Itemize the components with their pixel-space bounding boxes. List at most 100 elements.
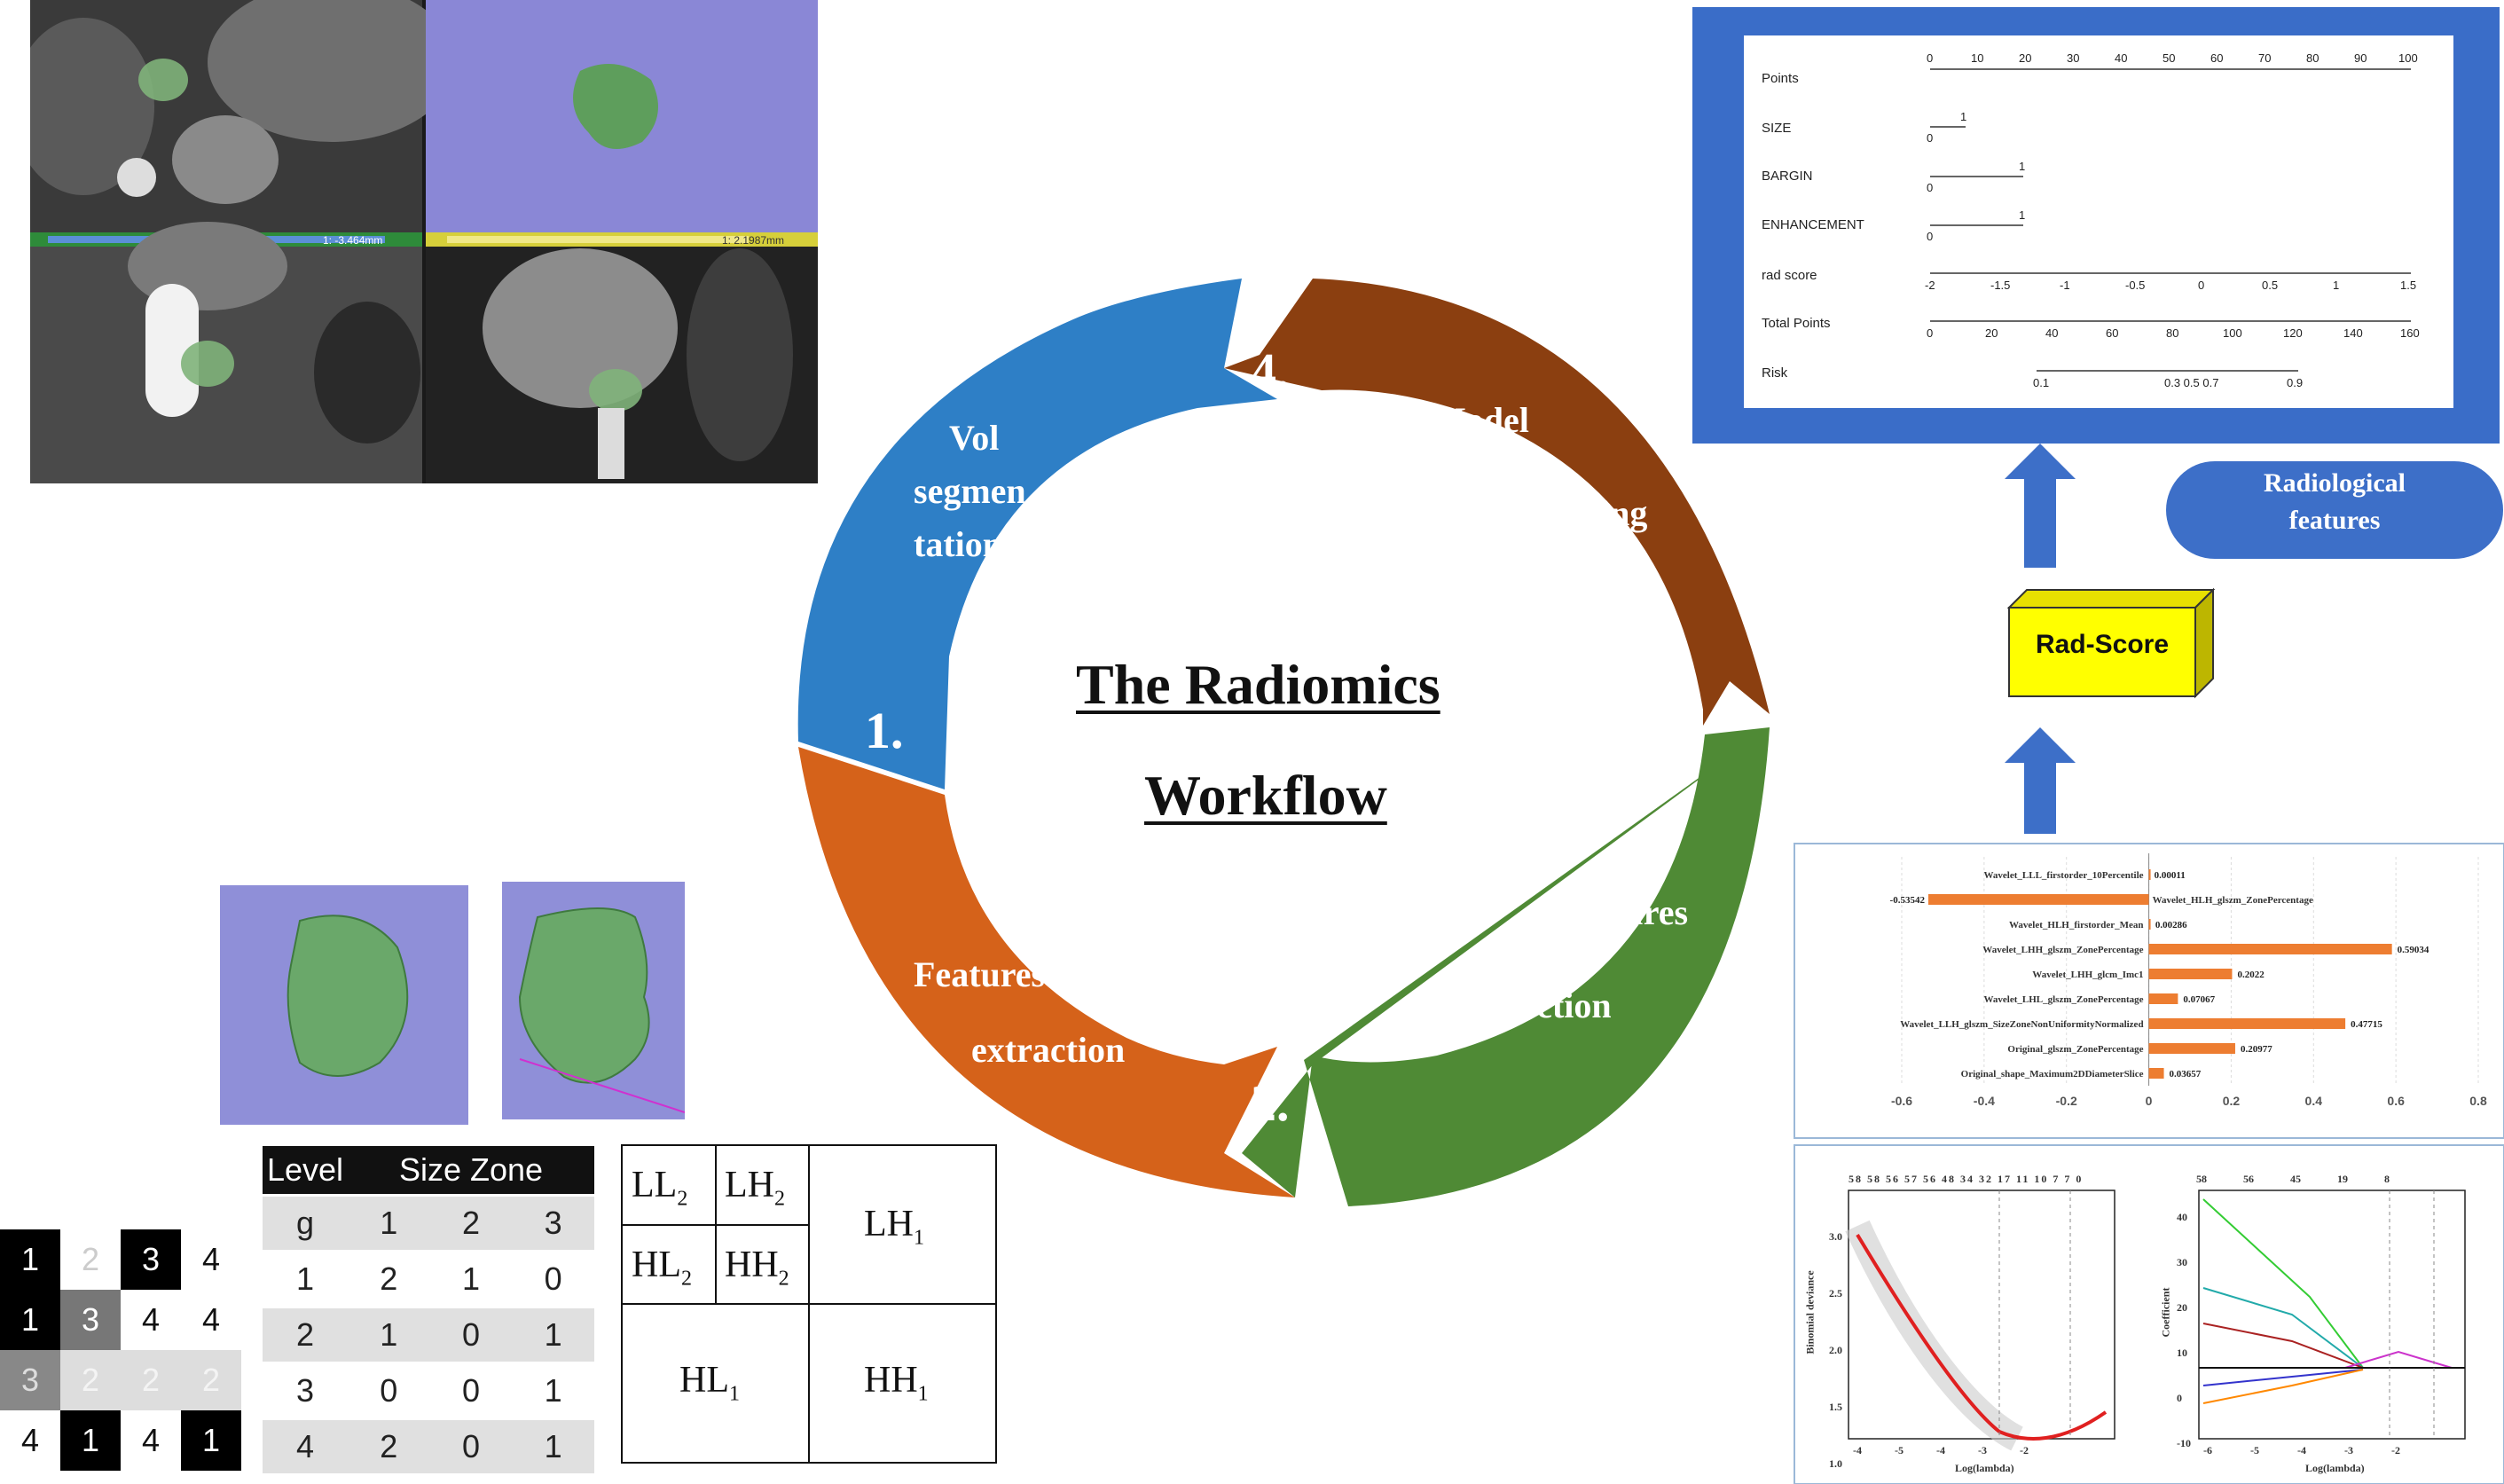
tick: 0.3 0.5 0.7 [2164,376,2219,389]
tick: 140 [2343,326,2363,340]
deviance-top-ticks: 58 58 56 57 56 48 34 32 17 11 10 7 7 0 [1849,1173,2084,1185]
wavelet-hh1: HH1 [864,1360,929,1406]
tick: -0.5 [2125,279,2146,292]
x-tick-label: 0.6 [2387,1094,2405,1108]
step-3-label-b: selection [1481,985,1612,1025]
step-3-label-a: Features [1557,892,1689,932]
lasso-coefficient-chart: -0.6 -0.4 -0.2 0 0.2 0.4 0.6 0.8 Wavelet_LLL_fir… [1794,843,2504,1139]
slider-readout-2: 1: 2.1987mm [722,234,784,247]
tumor-mask-sagittal [589,369,642,412]
step-2-number: 2. [1251,1074,1290,1132]
x-tick-label: 0.2 [2223,1094,2241,1108]
bar-value-label: 0.00011 [2155,870,2186,881]
step-1-label-a: Vol [949,418,1000,458]
wavelet-hl2: HL2 [632,1245,692,1291]
wavelet-ll2: LL2 [632,1165,688,1211]
bar [2148,944,2392,954]
tick: 100 [2223,326,2242,340]
ct-segmentation-viewer: 1: -3.464mm 1: 2.1987mm [12,0,818,483]
tick: 0 [1927,131,1934,145]
rad-score-label: Rad-Score [2035,630,2170,659]
bar [2148,869,2151,880]
coef-ylabel: Coefficient [2159,1287,2172,1338]
bar-value-label: 0.59034 [2398,945,2429,955]
nomo-row-size: SIZE [1762,121,1792,136]
nomo-row-rad-score: rad score [1762,268,1817,283]
wavelet-decomposition: LL2 LH2 HL2 HH2 LH1 HL1 HH1 [621,1144,997,1464]
slider-readout-1: 1: -3.464mm [323,234,382,247]
workflow-cycle [797,279,1770,1206]
tick: 70 [2258,51,2272,65]
x-tick-label: -0.4 [1974,1094,1995,1108]
step-2-label-b: extraction [971,1030,1126,1070]
bar-value-label: 0.07067 [2183,994,2215,1005]
tick: 100 [2398,51,2418,65]
bar [2148,993,2178,1004]
deviance-ylabel: Binomial deviance [1803,1270,1817,1354]
bar-value-label: -0.53542 [1890,895,1926,906]
x-tick-label: 0.8 [2469,1094,2487,1108]
x-tick-label: -0.6 [1891,1094,1912,1108]
bar-category-label: Wavelet_LHH_glszm_ZonePercentage [1982,945,2143,955]
tick: 1 [2019,208,2026,222]
step-2-label-a: Features [914,954,1046,994]
step-2-arrow [798,747,1295,1197]
bar [1927,894,2149,905]
deviance-x-ticks: -4 -5 -4 -3 -2 [1853,1444,2029,1457]
x-tick-label: 0.4 [2305,1094,2323,1108]
step-4-arrow [1224,279,1770,726]
nomo-row-enhancement: ENHANCEMENT [1762,217,1864,232]
title-line-1: The Radiomics [1076,653,1440,716]
nomo-row-risk: Risk [1762,365,1788,381]
bar-category-label: Wavelet_LLL_firstorder_10Percentile [1984,870,2144,881]
title-line-2: Workflow [1144,764,1387,827]
tick: 20 [2019,51,2032,65]
tick: 10 [1971,51,1984,65]
step-3-arrow [1242,727,1770,1206]
bar [2148,1043,2235,1054]
bar-chart-svg: -0.6 -0.4 -0.2 0 0.2 0.4 0.6 0.8 Wavelet_LLL_fir… [1890,853,2487,1108]
tick: -2 [1925,279,1935,292]
tick: 0 [1927,230,1934,243]
tick: 0.1 [2033,376,2050,389]
tumor-mask-axial [138,59,188,101]
rad-score-box [2006,587,2216,699]
x-tick-label: -0.2 [2056,1094,2077,1108]
arrow-up-icon [2005,727,2076,834]
bar-value-label: 0.47715 [2351,1019,2382,1030]
tick: -1.5 [1990,279,2011,292]
radiological-label-2: features [2288,506,2381,535]
bar-category-label: Wavelet_LHH_glcm_Imc1 [2032,970,2143,980]
bar-category-label: Wavelet_HLH_glszm_ZonePercentage [2153,895,2313,906]
radiological-label-1: Radiological [2263,468,2406,498]
lasso-plots-svg [1845,1190,2466,1451]
bar [2148,1018,2346,1029]
tick: 80 [2166,326,2179,340]
bar-value-label: 0.03657 [2170,1069,2202,1080]
wavelet-hh2: HH2 [725,1245,789,1291]
tick: 1 [2333,279,2340,292]
tumor-render-2 [502,882,686,1119]
bar [2148,969,2233,979]
bar-value-label: 0.2022 [2237,970,2265,980]
tick: -1 [2060,279,2070,292]
nomogram-axes [1930,68,2411,372]
radiological-features-badge [2166,461,2503,559]
tick: 120 [2283,326,2303,340]
bar-category-label: Original_shape_Maximum2DDiameterSlice [1961,1069,2144,1080]
tumor-3d-render [573,64,658,149]
x-tick-label: 0 [2146,1094,2153,1108]
step-1-number: 1. [865,702,904,759]
step-4-label-b: building [1521,493,1648,533]
tick: 50 [2163,51,2176,65]
tick: 60 [2106,326,2119,340]
flow-arrows [2005,444,2076,834]
nomo-row-bargin: BARGIN [1762,169,1813,184]
bar-category-label: Wavelet_LHL_glszm_ZonePercentage [1984,994,2144,1005]
tick: 1 [2019,160,2026,173]
bar-category-label: Original_glszm_ZonePercentage [2007,1044,2143,1055]
